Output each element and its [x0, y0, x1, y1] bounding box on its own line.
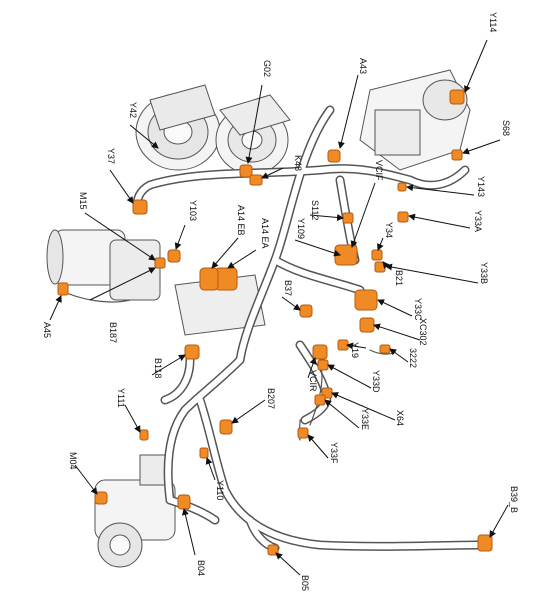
connector-m15: [154, 257, 166, 269]
label-y109: Y109: [296, 218, 306, 239]
label-y42: Y42: [128, 102, 138, 118]
label-s68: S68: [501, 120, 511, 136]
label-y33f: Y33F: [329, 442, 339, 464]
connector-m04: [94, 491, 108, 505]
connector-a14eb: [199, 267, 219, 291]
label-b187: B187: [108, 322, 118, 343]
label-b05: B05: [300, 575, 310, 591]
label-y33d: Y33D: [371, 370, 381, 393]
connector-b207: [219, 419, 233, 435]
label-y143: Y143: [476, 176, 486, 197]
label-y111: Y111: [116, 388, 126, 408]
label-b21: B21: [394, 270, 404, 286]
connector-y33a: [397, 211, 409, 223]
label-y33b: Y33B: [479, 262, 489, 284]
leader-lines: [49, 39, 509, 576]
label-vcir: VCIR: [308, 370, 318, 392]
connectors: [57, 89, 493, 556]
label-m04: M04: [68, 452, 78, 470]
connector-y111: [139, 429, 149, 441]
starter-drawing: [94, 454, 176, 568]
connector-y33b: [374, 261, 386, 273]
labels: Y114 A43 G02 Y42 S68 Y37 K48 Y143 VCIF M…: [42, 12, 519, 591]
label-b207: B207: [266, 388, 276, 409]
label-b37: B37: [283, 280, 293, 296]
label-x64: X64: [395, 410, 405, 426]
connector-b37: [299, 304, 313, 318]
connector-vcir: [312, 344, 328, 360]
connector-vcif: [334, 244, 358, 266]
connector-a43: [327, 149, 341, 163]
label-xc302: XC302: [418, 318, 428, 346]
label-y103: Y103: [188, 200, 198, 221]
label-y33c: Y33C: [413, 298, 423, 321]
connector-y33c: [354, 289, 378, 311]
connector-b04: [177, 494, 191, 510]
label-a14eb: A14 EB: [236, 205, 246, 236]
connector-b39b: [477, 534, 493, 552]
connector-y143: [397, 182, 407, 192]
connector-g02: [239, 164, 253, 178]
label-y114: Y114: [488, 12, 498, 32]
connector-k48: [249, 174, 263, 186]
label-b04: B04: [196, 560, 206, 576]
label-a14ea: A14 EA: [260, 218, 270, 249]
label-k48: K48: [293, 155, 303, 171]
label-y110: Y110: [215, 480, 225, 500]
label-y33e: Y33E: [360, 408, 370, 430]
label-b39b: B39_B: [509, 486, 519, 513]
label-3222: 3222: [408, 348, 418, 368]
connector-s112: [342, 212, 354, 224]
connector-y114: [449, 89, 465, 105]
connector-xc302: [359, 317, 375, 333]
label-y19: Y19: [350, 342, 360, 358]
connector-y33f: [297, 427, 309, 439]
connector-s68: [451, 149, 463, 161]
connector-y33e: [314, 394, 326, 406]
label-a45: A45: [42, 322, 52, 338]
label-m15: M15: [78, 192, 88, 210]
connector-b118: [184, 344, 200, 360]
label-s112: S112: [310, 200, 320, 220]
connector-y34: [371, 249, 383, 261]
connector-y33d: [317, 359, 329, 371]
connector-y37: [132, 199, 148, 215]
compressor-drawing: [135, 84, 221, 171]
label-y34: Y34: [384, 222, 394, 238]
connector-y103: [167, 249, 181, 263]
label-vcif: VCIF: [374, 160, 384, 181]
label-y37: Y37: [106, 148, 116, 164]
label-b118: B118: [153, 358, 163, 378]
connector-a45: [57, 282, 69, 296]
connector-3222: [379, 344, 391, 354]
label-g02: G02: [262, 60, 272, 77]
label-a43: A43: [358, 58, 368, 74]
connector-y19: [337, 339, 349, 351]
label-y33a: Y33A: [473, 210, 483, 232]
connector-y110: [199, 447, 209, 459]
